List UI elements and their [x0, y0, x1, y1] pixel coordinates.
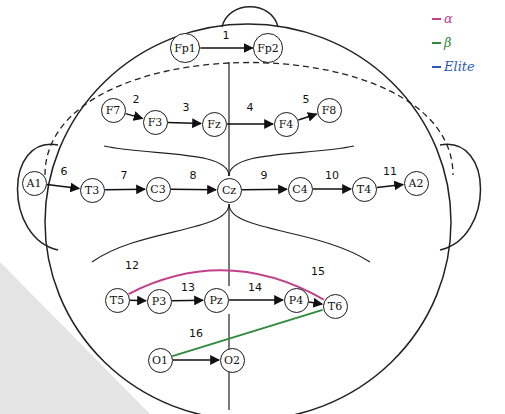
legend-row: Elite — [432, 60, 475, 74]
electrode-label: F4 — [279, 119, 294, 130]
derivation-arrow — [227, 123, 273, 124]
left-ear — [18, 144, 59, 250]
electrode-label: P3 — [152, 296, 166, 307]
electrode-circle: P3 — [147, 289, 172, 314]
derivation-arrow — [200, 47, 252, 48]
derivation-arrow — [242, 188, 287, 190]
electrode-circle: Cz — [217, 178, 242, 203]
electrode-label: F3 — [148, 117, 163, 128]
electrode-circle: O2 — [220, 348, 245, 373]
legend-swatch — [432, 66, 441, 68]
derivation-arrow — [171, 188, 216, 190]
derivation-arrow — [309, 302, 322, 304]
electrode-circle: T6 — [323, 294, 348, 319]
channel-number: 7 — [120, 170, 129, 182]
electrode-circle: F4 — [274, 112, 299, 137]
legend-text: β — [444, 36, 452, 50]
legend-row: α — [432, 12, 453, 26]
curve-line — [92, 204, 229, 262]
colored-link — [172, 310, 322, 356]
channel-number: 4 — [246, 102, 255, 114]
electrode-label: P4 — [289, 295, 303, 306]
electrode-label: T3 — [85, 185, 99, 196]
channel-number: 8 — [189, 170, 198, 182]
channel-number: 3 — [182, 102, 191, 114]
derivation-arrow — [130, 300, 146, 302]
legend-text: α — [444, 12, 453, 26]
electrode-label: F7 — [106, 105, 121, 116]
derivation-arrow — [229, 299, 283, 300]
legend-swatch — [432, 42, 441, 44]
channel-number: 15 — [310, 266, 326, 278]
channel-number: 1 — [222, 30, 231, 42]
derivation-arrow — [125, 114, 142, 119]
channel-number: 12 — [124, 260, 140, 272]
channel-number: 14 — [247, 282, 263, 294]
dashed-arc — [45, 63, 453, 176]
electrode-label: T6 — [328, 301, 342, 312]
channel-number: 16 — [188, 328, 204, 340]
electrode-circle: Pz — [204, 288, 229, 313]
electrode-label: T5 — [110, 295, 124, 306]
legend-row: β — [432, 36, 452, 50]
derivation-arrow — [168, 122, 201, 123]
electrode-circle: Fp1 — [170, 33, 200, 63]
legend-swatch — [432, 18, 441, 20]
curve-line — [229, 204, 370, 262]
electrode-label: T4 — [357, 184, 371, 195]
electrode-circle: F8 — [317, 98, 342, 123]
channel-number: 11 — [382, 166, 398, 178]
derivation-arrow — [173, 359, 219, 360]
derivation-arrow — [377, 184, 403, 187]
head-outline — [45, 24, 451, 414]
electrode-circle: T5 — [105, 288, 130, 313]
electrode-label: A1 — [27, 178, 42, 189]
electrode-label: O2 — [224, 355, 240, 366]
derivation-arrow — [298, 114, 316, 120]
electrode-label: A2 — [409, 178, 424, 189]
electrode-circle: A2 — [404, 171, 429, 196]
nose — [222, 7, 278, 27]
electrode-label: C3 — [150, 184, 165, 195]
electrode-label: Fz — [207, 119, 220, 130]
electrode-circle: C4 — [288, 177, 313, 202]
legend-text: Elite — [444, 60, 475, 74]
electrode-circle: T3 — [80, 178, 105, 203]
channel-number: 13 — [180, 282, 196, 294]
electrode-label: O1 — [152, 355, 168, 366]
channel-number: 6 — [60, 166, 69, 178]
electrode-circle: Fp2 — [253, 33, 283, 63]
derivation-arrow — [47, 185, 79, 189]
electrode-circle: F7 — [101, 98, 126, 123]
electrode-circle: Fz — [202, 112, 227, 137]
electrode-circle: P4 — [284, 288, 309, 313]
channel-number: 2 — [132, 94, 141, 106]
electrode-label: F8 — [322, 105, 337, 116]
derivation-arrow — [313, 188, 351, 189]
electrode-circle: F3 — [143, 110, 168, 135]
electrode-label: Fp2 — [257, 43, 279, 54]
electrode-label: Fp1 — [174, 43, 196, 54]
electrode-label: Cz — [222, 185, 236, 196]
electrode-label: Pz — [209, 295, 222, 306]
right-ear — [440, 144, 481, 250]
derivation-arrow — [172, 300, 203, 302]
channel-number: 9 — [260, 170, 269, 182]
shadow-band — [0, 262, 150, 414]
electrode-circle: T4 — [352, 177, 377, 202]
channel-number: 5 — [302, 94, 311, 106]
electrode-circle: A1 — [22, 171, 47, 196]
channel-number: 10 — [324, 170, 340, 182]
electrode-circle: C3 — [146, 177, 171, 202]
electrode-circle: O1 — [148, 348, 173, 373]
derivation-arrow — [105, 188, 145, 190]
electrode-label: C4 — [292, 184, 307, 195]
